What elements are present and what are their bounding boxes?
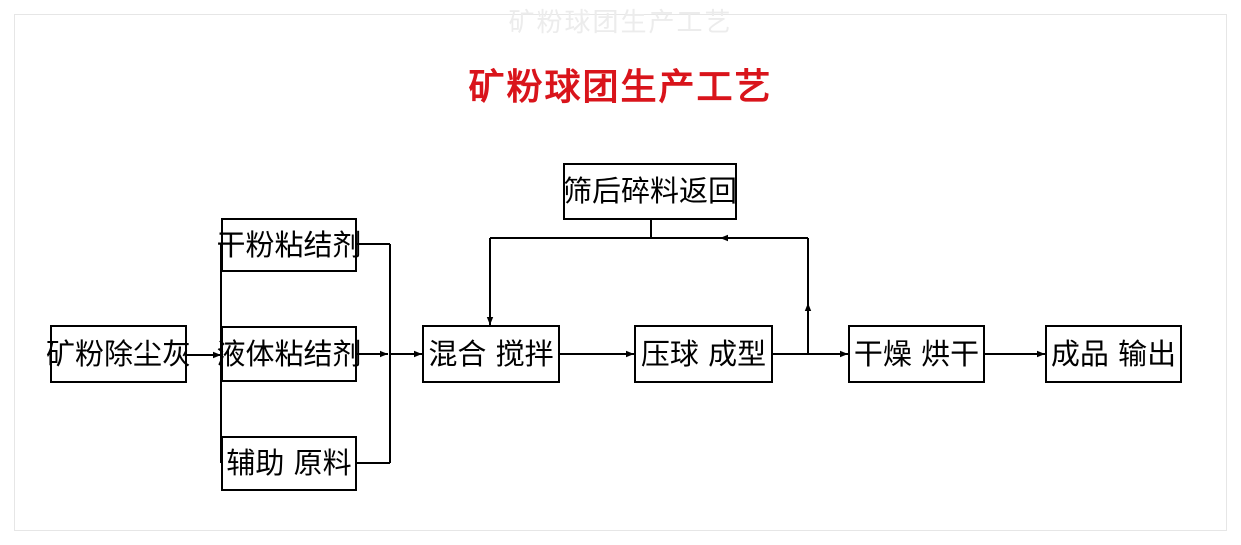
node-source: 矿粉除尘灰 xyxy=(46,325,191,383)
frame-left-border xyxy=(14,14,15,531)
node-aux-material: 辅助 原料 xyxy=(221,436,357,491)
node-mixing: 混合 搅拌 xyxy=(422,325,560,383)
node-pressing: 压球 成型 xyxy=(634,325,773,383)
node-dry-binder: 干粉粘结剂 xyxy=(217,218,362,272)
node-drying: 干燥 烘干 xyxy=(848,325,985,383)
node-recycle: 筛后碎料返回 xyxy=(563,163,737,220)
frame-right-border xyxy=(1226,14,1227,531)
frame-bottom-border xyxy=(14,530,1227,531)
frame-top-border xyxy=(14,14,1227,15)
diagram-title: 矿粉球团生产工艺 xyxy=(468,66,773,108)
node-liquid-binder: 液体粘结剂 xyxy=(217,326,362,382)
node-output: 成品 输出 xyxy=(1045,325,1182,383)
watermark-title: 矿粉球团生产工艺 xyxy=(508,8,733,38)
